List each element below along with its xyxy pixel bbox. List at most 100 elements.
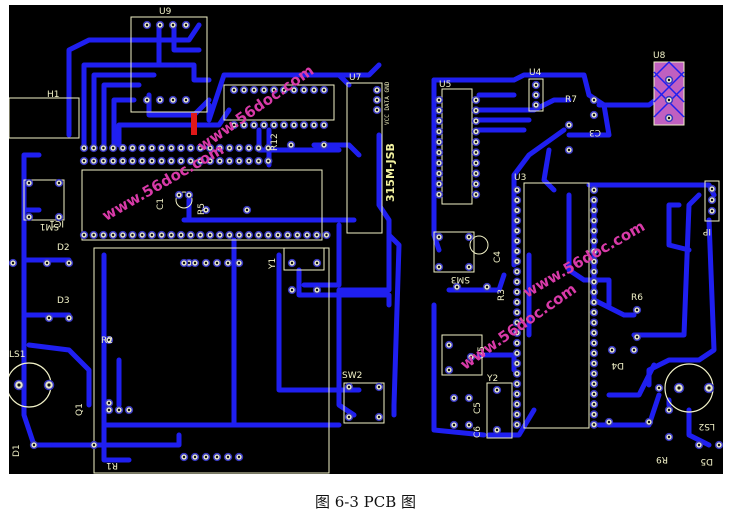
pad-hole [92, 443, 96, 447]
pad-hole [437, 161, 441, 165]
pad-hole [160, 159, 163, 163]
pad-hole [315, 261, 319, 265]
label-c4: C4 [493, 251, 503, 263]
pad-hole [292, 88, 296, 92]
label-u5: U5 [439, 80, 451, 90]
label-d2: D2 [57, 243, 70, 253]
pad-hole [592, 372, 596, 375]
label-c5: C5 [473, 402, 483, 414]
pad-hole [218, 146, 221, 150]
pad-hole [312, 88, 316, 92]
pad-hole [474, 130, 478, 133]
pad-hole [452, 396, 456, 400]
pad-hole [632, 348, 636, 352]
pad-hole [57, 215, 61, 219]
pad-hole [282, 123, 286, 127]
pad-hole [131, 233, 134, 237]
pad-hole [592, 392, 596, 396]
pad-hole [218, 159, 221, 163]
pad-hole [189, 146, 192, 150]
pad-hole [17, 383, 21, 387]
pad-hole [592, 382, 596, 385]
label-y1: Y1 [268, 258, 278, 270]
pad-hole [667, 408, 671, 412]
pad-hole [262, 123, 266, 127]
pad-hole [187, 193, 191, 197]
pad-hole [204, 208, 208, 212]
pad-hole [697, 443, 701, 447]
pad-hole [707, 386, 711, 390]
pad-hole [242, 123, 246, 127]
pad-hole [515, 280, 519, 283]
pad-hole [257, 233, 260, 237]
pad-hole [238, 159, 241, 163]
label-u9: U9 [159, 7, 172, 17]
pad-hole [170, 233, 173, 237]
pad-hole [92, 159, 95, 163]
pad-hole [467, 396, 471, 400]
pad-hole [247, 159, 251, 163]
pad-hole [111, 233, 115, 237]
pad-hole [199, 159, 202, 163]
pad-hole [47, 316, 51, 320]
pad-hole [228, 146, 231, 150]
pad-hole [92, 233, 95, 237]
pad-hole [215, 455, 219, 459]
label-sw2: SW2 [342, 371, 362, 381]
pad-hole [347, 385, 351, 389]
pad-hole [635, 335, 639, 339]
label-d5: D5 [700, 456, 713, 466]
pad-hole [247, 233, 251, 237]
pad-hole [228, 159, 231, 163]
pad-hole [184, 98, 188, 102]
pad-hole [158, 23, 162, 27]
pad-hole [515, 199, 519, 202]
pad-hole [208, 233, 212, 237]
pad-hole [170, 159, 173, 163]
pad-hole [495, 388, 499, 392]
pad-hole [179, 233, 183, 237]
pad-hole [710, 209, 714, 213]
label-h1: H1 [47, 90, 60, 100]
pad-hole [262, 88, 266, 92]
pad-hole [82, 233, 86, 237]
label-q1: Q1 [75, 403, 85, 416]
pad-hole [145, 23, 149, 27]
pad-hole [117, 408, 121, 412]
pad-hole [667, 435, 671, 439]
pad-hole [592, 423, 596, 426]
pad-hole [455, 285, 459, 289]
pad-hole [467, 235, 471, 239]
pad-hole [567, 123, 571, 127]
pad-hole [47, 383, 51, 387]
pad-hole [290, 288, 294, 292]
pad-hole [592, 413, 596, 416]
pad-hole [171, 23, 175, 27]
pad-hole [437, 235, 441, 239]
pad-hole [447, 368, 451, 372]
pad-hole [242, 88, 246, 92]
pad-hole [187, 261, 191, 265]
pad-hole [82, 146, 86, 150]
label-r12: R12 [270, 133, 280, 151]
pad-hole [45, 261, 49, 265]
pad-hole [474, 109, 478, 112]
label-sm3: SM3 [451, 274, 470, 284]
pad-hole [27, 215, 31, 219]
pad-hole [237, 455, 241, 459]
pad-hole [592, 229, 596, 232]
pad-hole [32, 443, 36, 447]
pad-hole [467, 423, 471, 427]
pad-hole [474, 161, 478, 165]
pad-hole [302, 88, 306, 92]
pad-hole [474, 98, 478, 102]
pad-hole [469, 355, 473, 359]
pad-hole [247, 146, 251, 150]
pad-hole [290, 261, 294, 265]
pad-hole [150, 146, 154, 150]
pad-hole [347, 415, 351, 419]
pad-hole [325, 233, 328, 237]
pad-hole [452, 423, 456, 427]
pad-hole [232, 123, 236, 127]
pad-hole [193, 455, 197, 459]
